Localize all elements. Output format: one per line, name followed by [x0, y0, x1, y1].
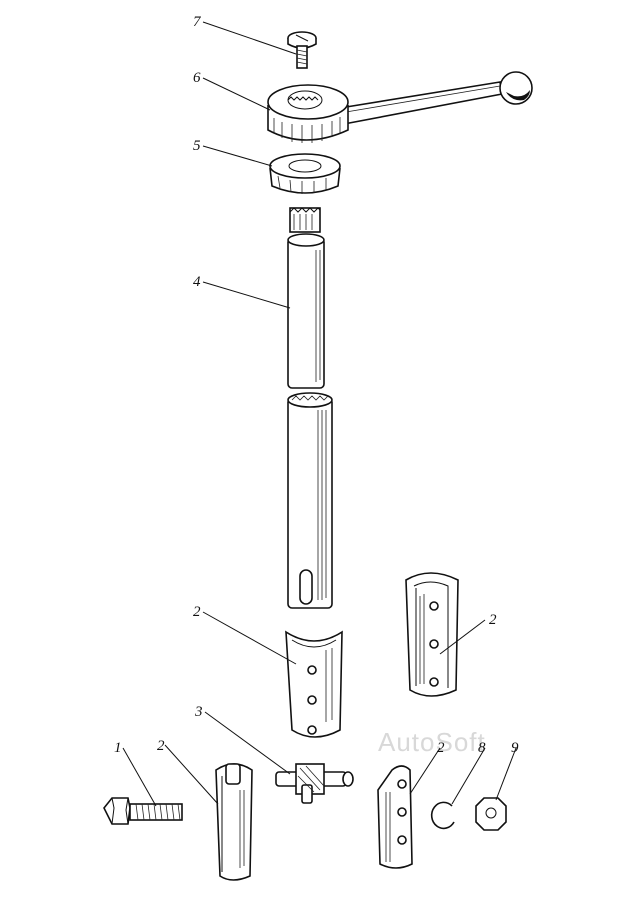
callout-2-lower-right: 2	[437, 740, 445, 756]
callout-7: 7	[193, 14, 202, 30]
part-7-screw	[287, 31, 317, 69]
watermark: AutoSoft	[378, 727, 486, 757]
part-9-nut	[475, 797, 507, 831]
part-2-half-shell-center	[285, 630, 343, 738]
part-4-upper-tube	[287, 233, 325, 389]
shaft-gear	[289, 207, 321, 233]
callout-5: 5	[193, 138, 201, 154]
part-2-shell-lower-right	[377, 765, 413, 869]
callout-8: 8	[478, 740, 486, 756]
callout-6: 6	[193, 70, 201, 86]
part-1-bolt	[103, 797, 183, 825]
callout-2-lower-left: 2	[157, 738, 165, 754]
part-5-collar	[269, 153, 341, 194]
part-8-lock-washer	[430, 801, 455, 830]
part-3-cross-pin	[275, 763, 354, 804]
callout-4: 4	[193, 274, 201, 290]
part-2-half-shell-right	[405, 572, 459, 697]
callout-2-center: 2	[193, 604, 201, 620]
callout-3: 3	[194, 704, 203, 720]
part-2-shell-lower-left	[215, 763, 253, 881]
lower-tube	[287, 392, 333, 609]
part-6-ratchet-handle	[267, 71, 533, 143]
callout-1: 1	[114, 740, 122, 756]
leader-lines	[122, 21, 517, 807]
callout-9: 9	[511, 740, 519, 756]
callout-2-right: 2	[489, 612, 497, 628]
